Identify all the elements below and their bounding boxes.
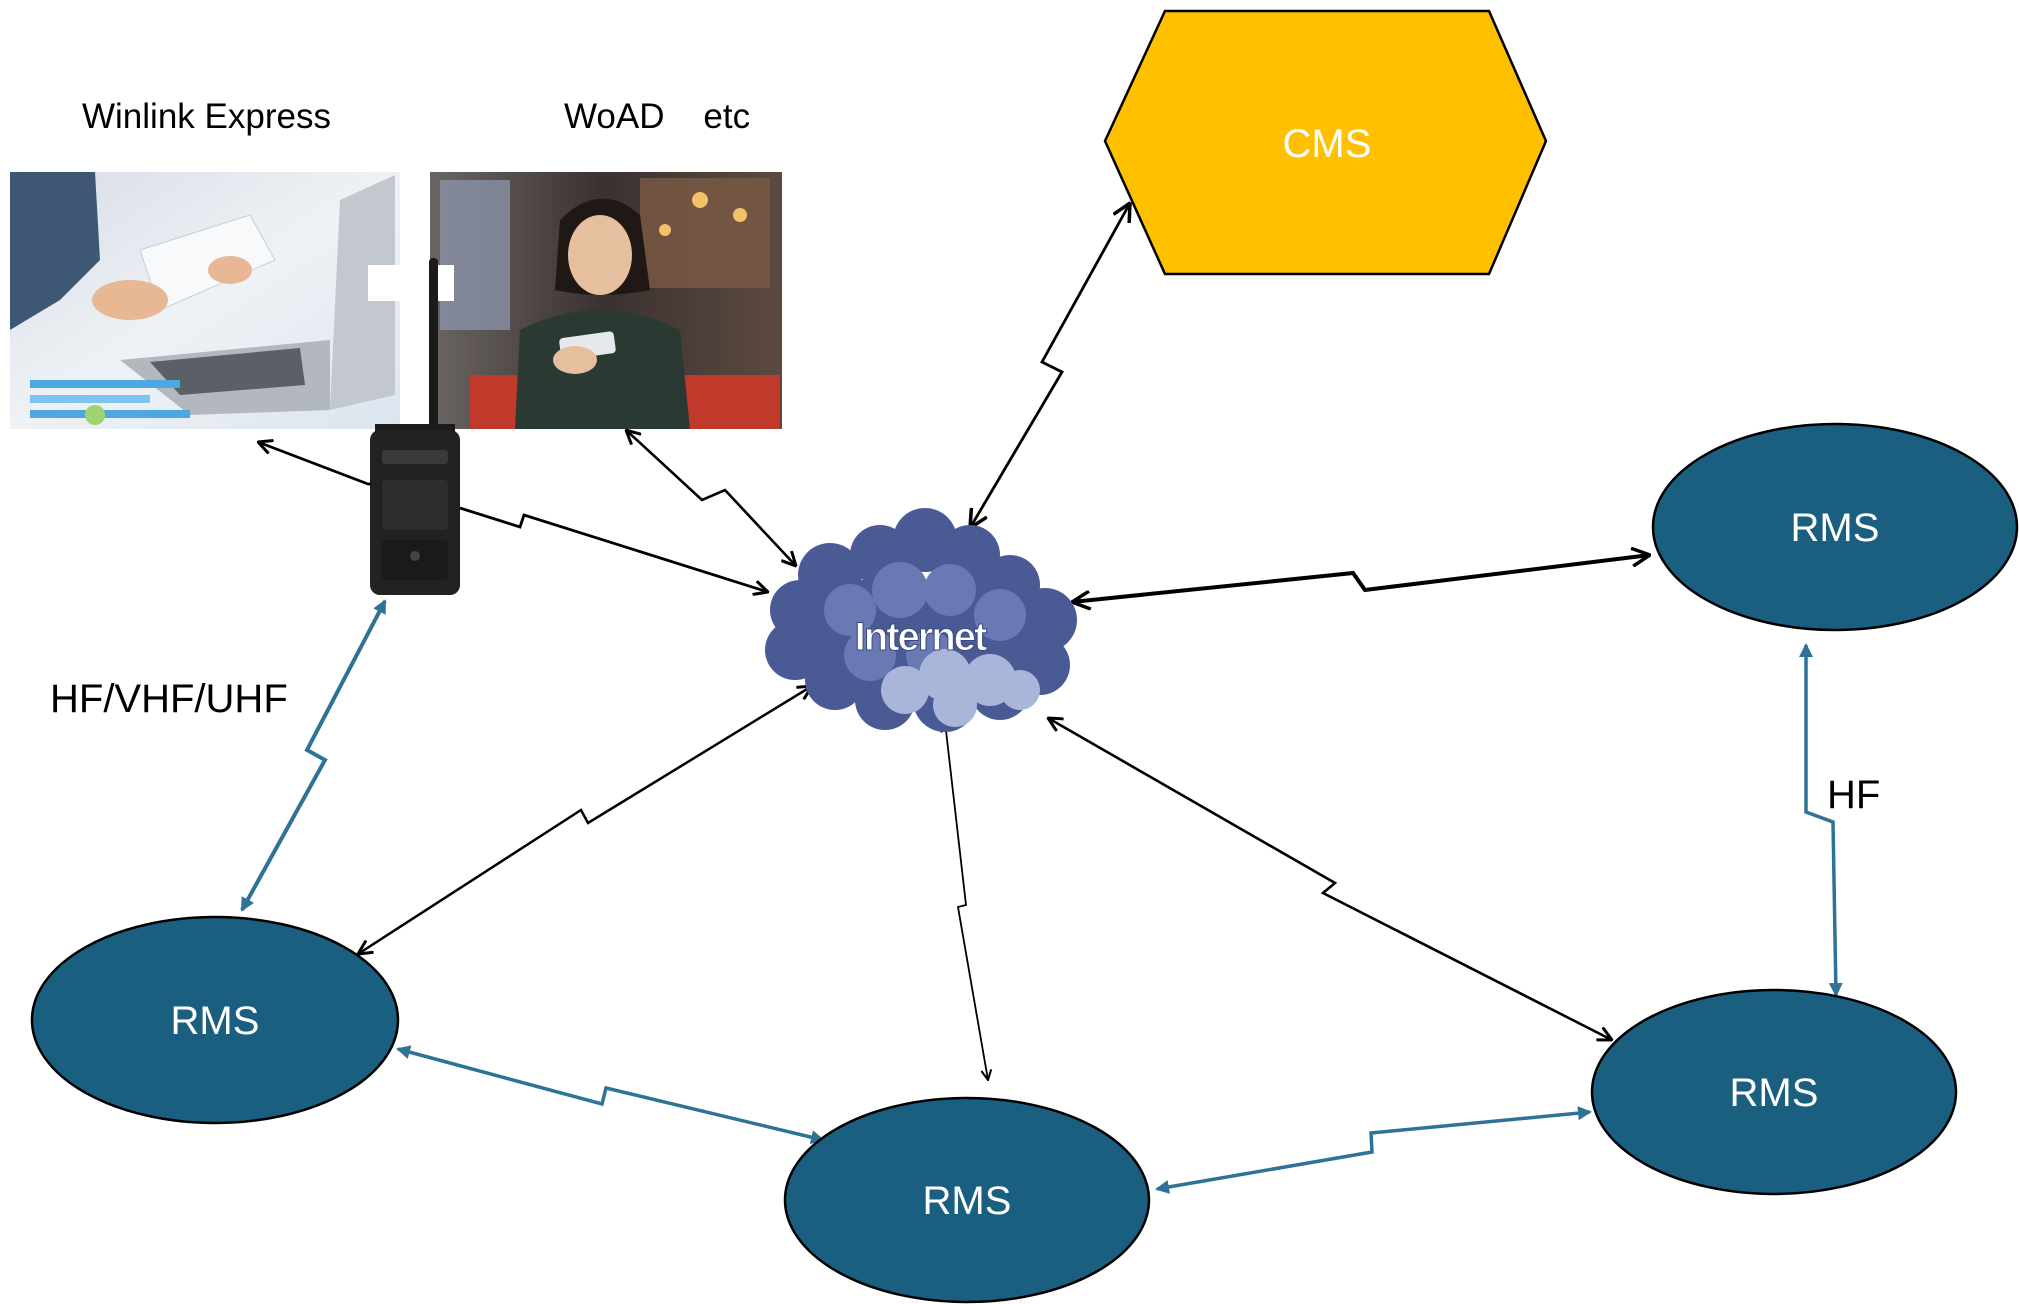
winlink-express-label: Winlink Express — [82, 97, 331, 136]
internet-links — [258, 203, 1650, 1080]
rms-label: RMS — [1730, 1071, 1819, 1115]
woad-label: WoAD etc — [564, 97, 750, 136]
rms-node-w: RMS — [30, 915, 400, 1125]
link-internet-rms-s — [945, 722, 988, 1080]
rms-label: RMS — [923, 1179, 1012, 1223]
link-phone-internet — [626, 430, 796, 566]
cms-node: CMS — [1103, 9, 1548, 276]
radio-band-label: HF/VHF/UHF — [50, 677, 288, 721]
cms-label: CMS — [1283, 122, 1372, 166]
link-cms-internet — [970, 203, 1130, 528]
rms-node-s: RMS — [783, 1096, 1151, 1304]
link-rms-ne-rms-se — [1799, 643, 1843, 997]
link-radio-rms-w — [240, 599, 387, 912]
rms-node-se: RMS — [1590, 988, 1958, 1196]
rms-label: RMS — [171, 999, 260, 1043]
link-internet-rms-ne — [1072, 555, 1650, 602]
radio-links — [240, 599, 1843, 1194]
rms-label: RMS — [1791, 506, 1880, 550]
rms-node-ne: RMS — [1651, 422, 2019, 632]
laptop-photo — [10, 172, 400, 429]
link-rms-s-rms-se — [1155, 1106, 1592, 1194]
hf-label: HF — [1827, 773, 1880, 817]
link-rms-w-rms-s — [396, 1045, 825, 1145]
link-internet-rms-se — [1048, 718, 1612, 1040]
internet-cloud-icon: Internet — [765, 508, 1077, 732]
internet-label: Internet — [855, 615, 987, 659]
link-laptop-internet — [258, 442, 768, 592]
link-internet-rms-w — [358, 686, 812, 954]
smartphone-user-photo — [430, 172, 782, 429]
